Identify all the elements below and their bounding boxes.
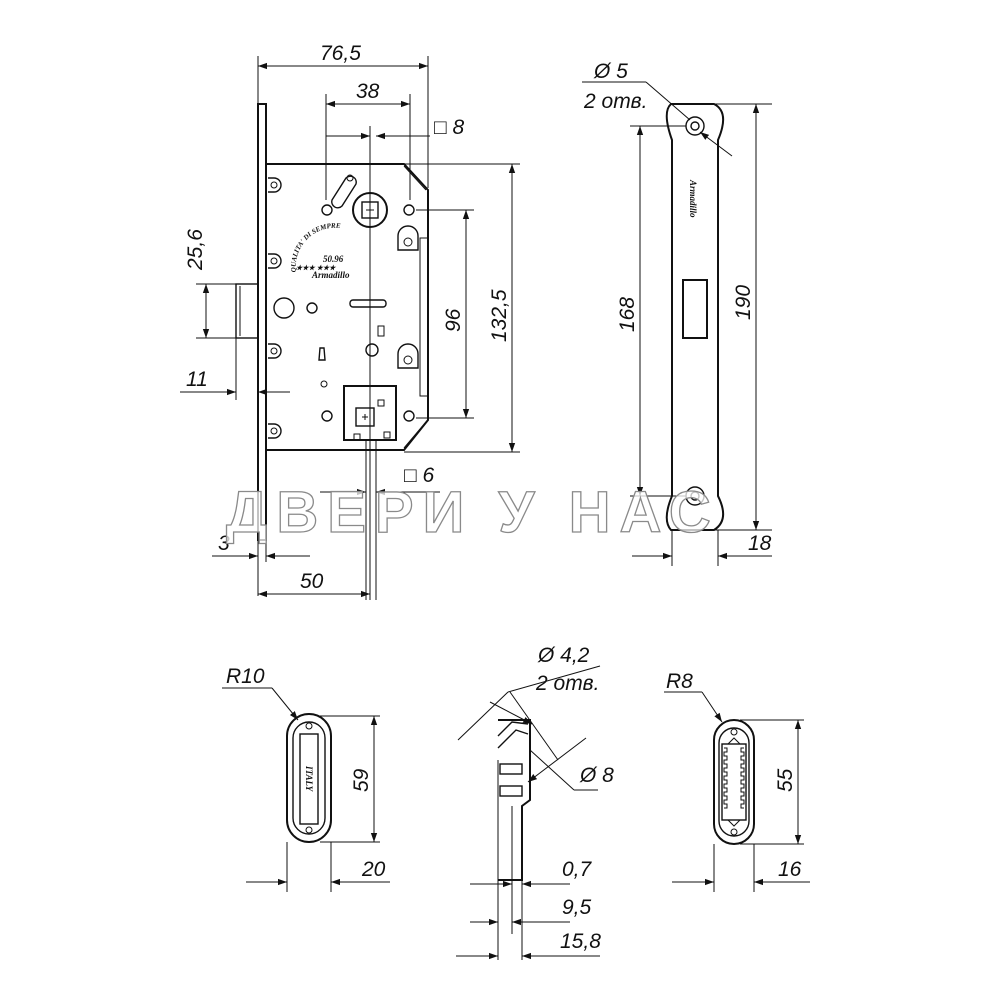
dim-square-8: □ 8	[434, 116, 465, 139]
watermark-text: ДВЕРИ У НАС	[226, 480, 720, 545]
dim-25-6: 25,6	[184, 229, 207, 271]
faceplate-view: Armadillo Ø 5 2 отв. 168 190 18	[582, 60, 772, 566]
strike-plate-right-outer	[713, 719, 755, 845]
mounting-slots	[268, 177, 282, 439]
dim-3: 3	[218, 532, 230, 555]
dim-square-6: □ 6	[404, 464, 435, 487]
faceplate-hole-top	[685, 116, 705, 136]
section-bore-diameter: Ø 8	[579, 764, 614, 787]
stamp-number: 50.96	[323, 254, 344, 264]
latch-window	[682, 279, 708, 339]
dim-width-76-5: 76,5	[320, 42, 361, 65]
dim-18: 18	[748, 532, 772, 555]
dim-15-8: 15,8	[560, 930, 601, 953]
spindle-hub-bottom	[321, 385, 415, 441]
strike-left-radius: R10	[226, 665, 265, 688]
spindle-hub-top	[321, 174, 415, 228]
dim-55: 55	[774, 768, 797, 792]
faceplate-hole-diameter: Ø 5	[593, 60, 628, 83]
stamp-brand: Armadillo	[311, 270, 350, 280]
dim-132-5: 132,5	[488, 289, 511, 342]
strike-plate-left-window	[299, 733, 319, 825]
strike-plate-right-window	[721, 743, 747, 821]
dim-20: 20	[361, 858, 386, 881]
section-hole-diameter: Ø 4,2	[537, 644, 590, 667]
faceplate-outline	[665, 103, 725, 531]
lock-body-view: QUALITA' DI SEMPRE 50.96 ★★★ ★★★ Armadil…	[180, 42, 520, 600]
dim-9-5: 9,5	[562, 896, 592, 919]
section-hole-count: 2 отв.	[535, 672, 599, 695]
strike-right-radius: R8	[666, 670, 693, 693]
strike-plate-left-view: ITALY R10 59 20	[222, 665, 390, 892]
dim-0-7: 0,7	[562, 858, 593, 881]
stamp-stars: ★★★ ★★★	[296, 264, 337, 272]
strike-plate-left-outer	[286, 713, 332, 843]
dim-168: 168	[616, 297, 639, 332]
main-dimension-lines	[180, 62, 516, 598]
strike-section-view: Ø 4,2 2 отв. Ø 8 0,7 9,5 15,8	[456, 644, 614, 960]
strike-plate-left-label: ITALY	[304, 765, 314, 793]
dim-96: 96	[442, 308, 465, 332]
faceplate-hole-count: 2 отв.	[583, 90, 647, 113]
dim-59: 59	[350, 768, 373, 792]
dim-190: 190	[732, 285, 755, 320]
dim-16: 16	[778, 858, 802, 881]
latch-bolt	[235, 283, 259, 339]
strike-plate-right-view: R8 55 16	[664, 670, 810, 892]
dim-50: 50	[300, 570, 324, 593]
dim-38: 38	[356, 80, 380, 103]
faceplate-strip	[257, 103, 267, 541]
faceplate-brand: Armadillo	[688, 179, 698, 218]
dim-11: 11	[186, 368, 208, 391]
main-extension-lines	[196, 56, 520, 600]
lock-case-outline	[266, 163, 429, 451]
manufacturer-stamp: QUALITA' DI SEMPRE 50.96 ★★★ ★★★ Armadil…	[290, 222, 350, 280]
